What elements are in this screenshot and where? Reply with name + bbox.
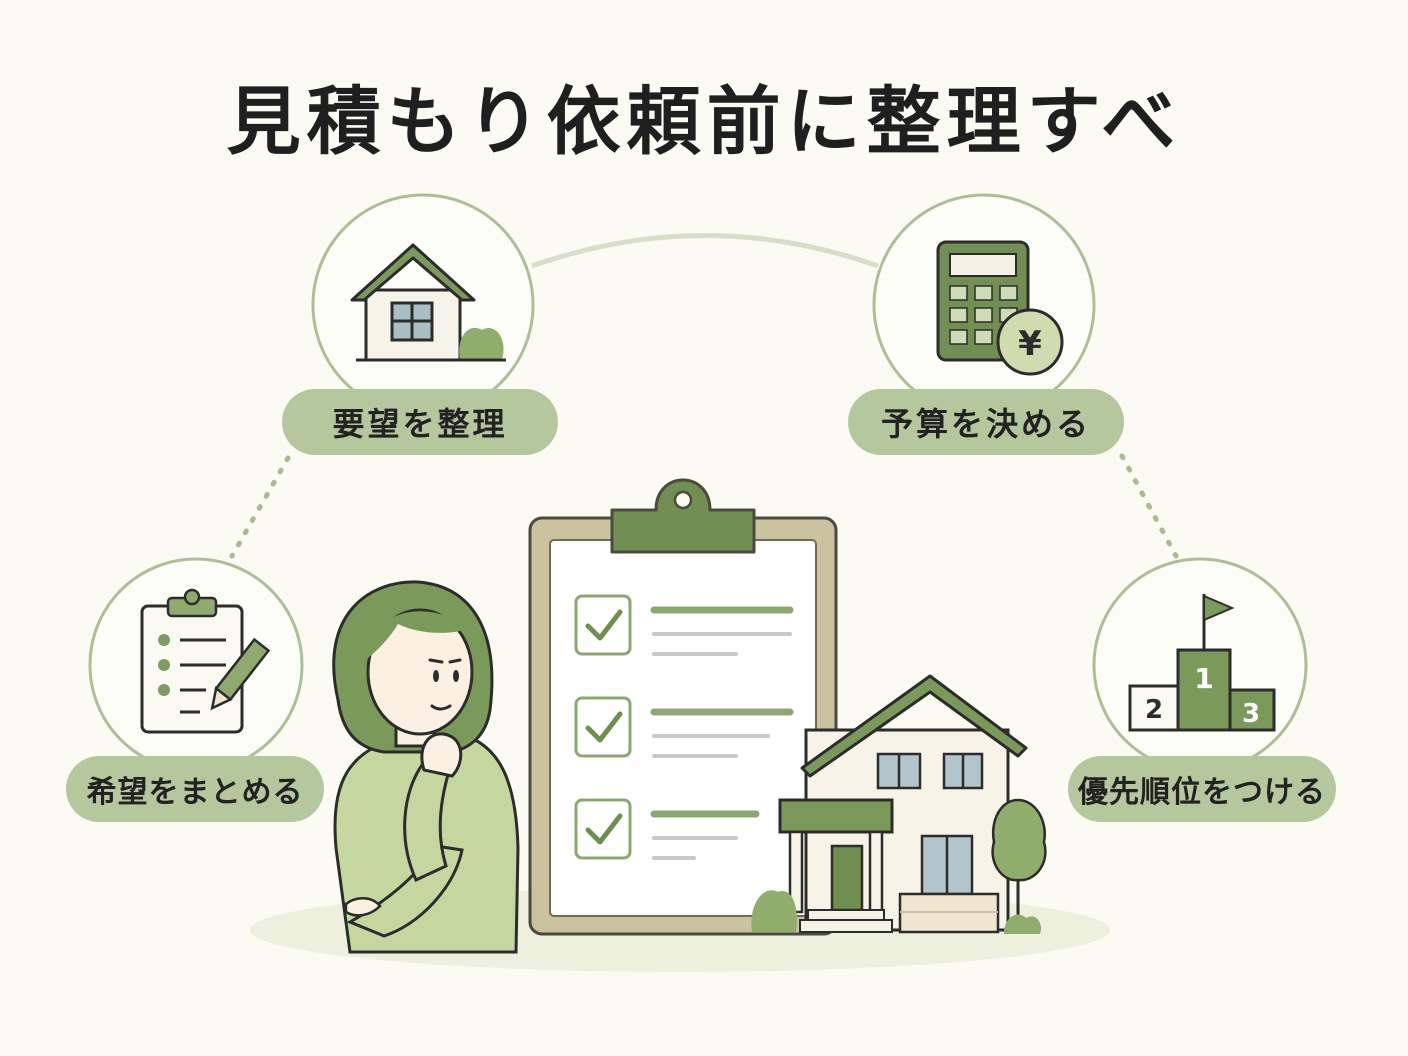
woman-illustration <box>332 580 520 954</box>
step-label-priority: 優先順位をつける <box>1068 756 1336 822</box>
top-arc-connector <box>531 233 879 269</box>
podium-flag-icon: 1 2 3 <box>1128 594 1276 732</box>
clipboard-pencil-icon <box>140 588 271 734</box>
yen-symbol: ¥ <box>1018 324 1042 364</box>
podium-first-number: 1 <box>1194 662 1213 695</box>
podium-third-number: 3 <box>1242 699 1260 729</box>
house-illustration <box>751 674 1047 934</box>
calculator-yen-icon: ¥ <box>936 240 1064 376</box>
left-dotted-connector <box>229 455 291 559</box>
step-label-wishes: 希望をまとめる <box>66 756 324 822</box>
checklist-clipboard <box>528 478 838 936</box>
house-icon <box>350 243 506 362</box>
podium-second-number: 2 <box>1145 695 1163 725</box>
page-title: 見積もり依頼前に整理すべ <box>226 79 1182 165</box>
checklist-item <box>574 696 794 758</box>
step-label-requests: 要望を整理 <box>282 389 558 455</box>
step-label-budget: 予算を決める <box>848 389 1124 455</box>
checklist-item <box>574 798 760 860</box>
right-dotted-connector <box>1119 453 1179 559</box>
checklist-item <box>574 594 794 656</box>
